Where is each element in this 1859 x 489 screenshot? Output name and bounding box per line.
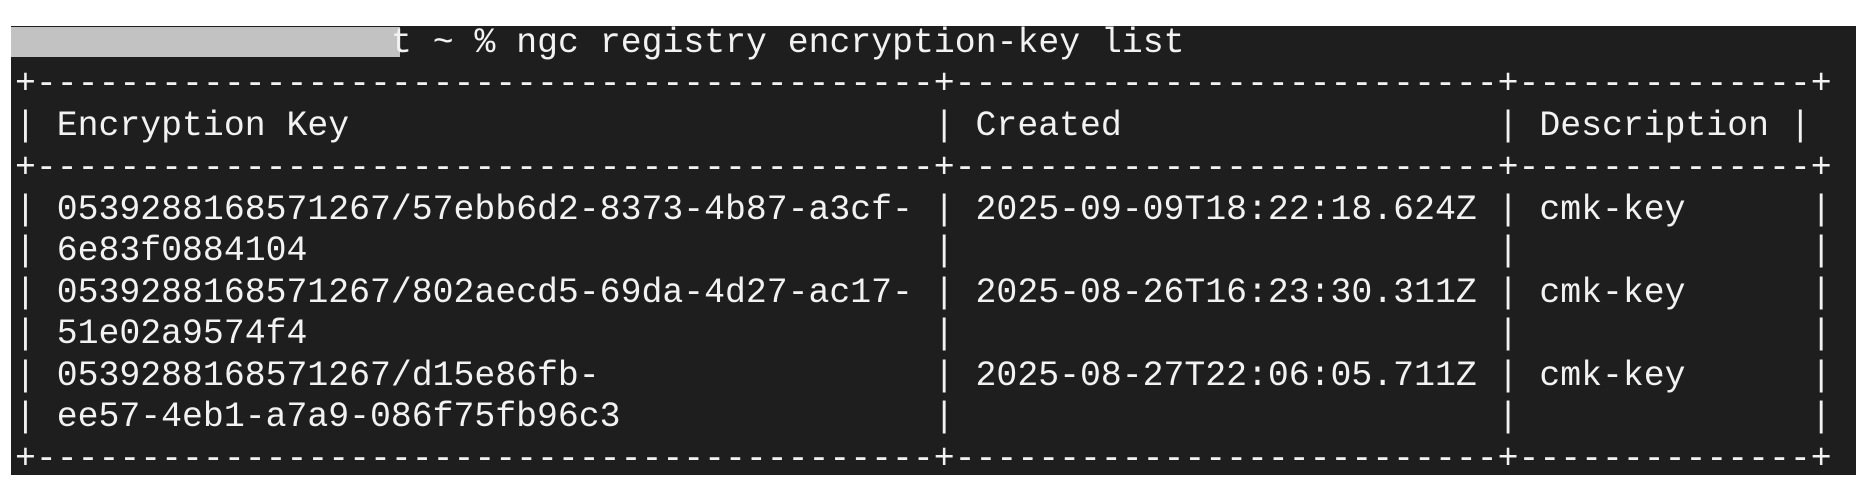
table-header-row: | Encryption Key | Created | Description… xyxy=(15,107,1811,146)
table-row: | 0539288168571267/57ebb6d2-8373-4b87-a3… xyxy=(15,191,1832,230)
redacted-prompt-prefix xyxy=(11,27,400,57)
table-row: | 0539288168571267/d15e86fb- | 2025-08-2… xyxy=(15,357,1832,396)
prompt-line: t ~ % ngc registry encryption-key list xyxy=(391,26,1185,65)
command-text: ngc registry encryption-key list xyxy=(516,26,1185,63)
table-row-continuation: | ee57-4eb1-a7a9-086f75fb96c3 | | | xyxy=(15,398,1832,437)
table-border-mid: +---------------------------------------… xyxy=(15,149,1832,188)
table-row-continuation: | 51e02a9574f4 | | | xyxy=(15,315,1832,354)
prompt-suffix: t ~ % xyxy=(391,26,517,63)
terminal-window[interactable]: t ~ % ngc registry encryption-key list +… xyxy=(11,26,1856,475)
table-border-bottom: +---------------------------------------… xyxy=(15,440,1832,475)
table-row-continuation: | 6e83f0884104 | | | xyxy=(15,232,1832,271)
table-row: | 0539288168571267/802aecd5-69da-4d27-ac… xyxy=(15,274,1832,313)
table-border-top: +---------------------------------------… xyxy=(15,65,1832,104)
